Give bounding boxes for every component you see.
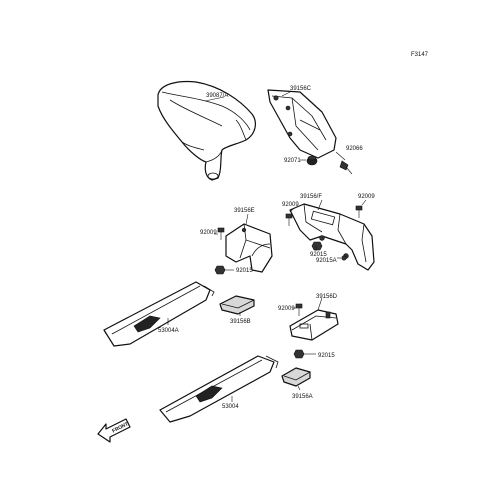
screw-92009-middle <box>285 213 293 226</box>
label-92066: 92066 <box>346 146 363 152</box>
nut-92015-left <box>214 265 226 275</box>
label-53004a: 53004A <box>158 328 179 334</box>
label-39156b: 39156B <box>230 319 251 325</box>
plate-39156b-part <box>219 295 255 315</box>
label-92009-left: 92009 <box>200 230 217 236</box>
label-39156a: 39156A <box>292 394 313 400</box>
label-53004: 53004 <box>222 404 239 410</box>
label-92015a: 92015A <box>316 258 337 264</box>
bracket-39156d-part <box>289 309 339 341</box>
grommet-92071 <box>306 155 318 166</box>
label-39156d: 39156D <box>316 294 338 300</box>
label-92009-middle: 92009 <box>282 202 299 208</box>
label-39156f: 39156/F <box>300 194 322 200</box>
nut-92015a <box>341 255 347 261</box>
pad-53004-part <box>159 355 279 423</box>
nut-92015-middle <box>311 241 323 251</box>
label-92009-lower: 92009 <box>278 306 295 312</box>
label-39156e: 39156E <box>234 208 255 214</box>
nut-92015-lower <box>293 349 305 359</box>
diagram-code: F3147 <box>411 52 429 58</box>
plate-39156a-part <box>281 367 311 387</box>
handlebar-cover-part <box>157 80 256 181</box>
screw-92009-left <box>217 227 225 240</box>
bracket-39156f-part <box>289 203 375 271</box>
front-arrow-icon: FRONT <box>97 418 131 443</box>
bracket-39156e-part <box>225 223 273 273</box>
bolt-92066 <box>339 160 353 175</box>
cover-39156c-part <box>267 89 337 159</box>
label-39156c: 39156C <box>290 86 312 92</box>
label-92015-left: 92015 <box>236 268 253 274</box>
screw-92009-lower <box>295 303 303 316</box>
label-92015-lower: 92015 <box>318 353 335 359</box>
label-92015-middle: 92015 <box>310 252 327 258</box>
label-39087a: 39087/A <box>206 93 228 99</box>
screw-92009-right <box>355 205 363 218</box>
pad-53004a-part <box>103 281 215 347</box>
label-92009-right: 92009 <box>358 194 375 200</box>
label-92071: 92071 <box>284 158 301 164</box>
